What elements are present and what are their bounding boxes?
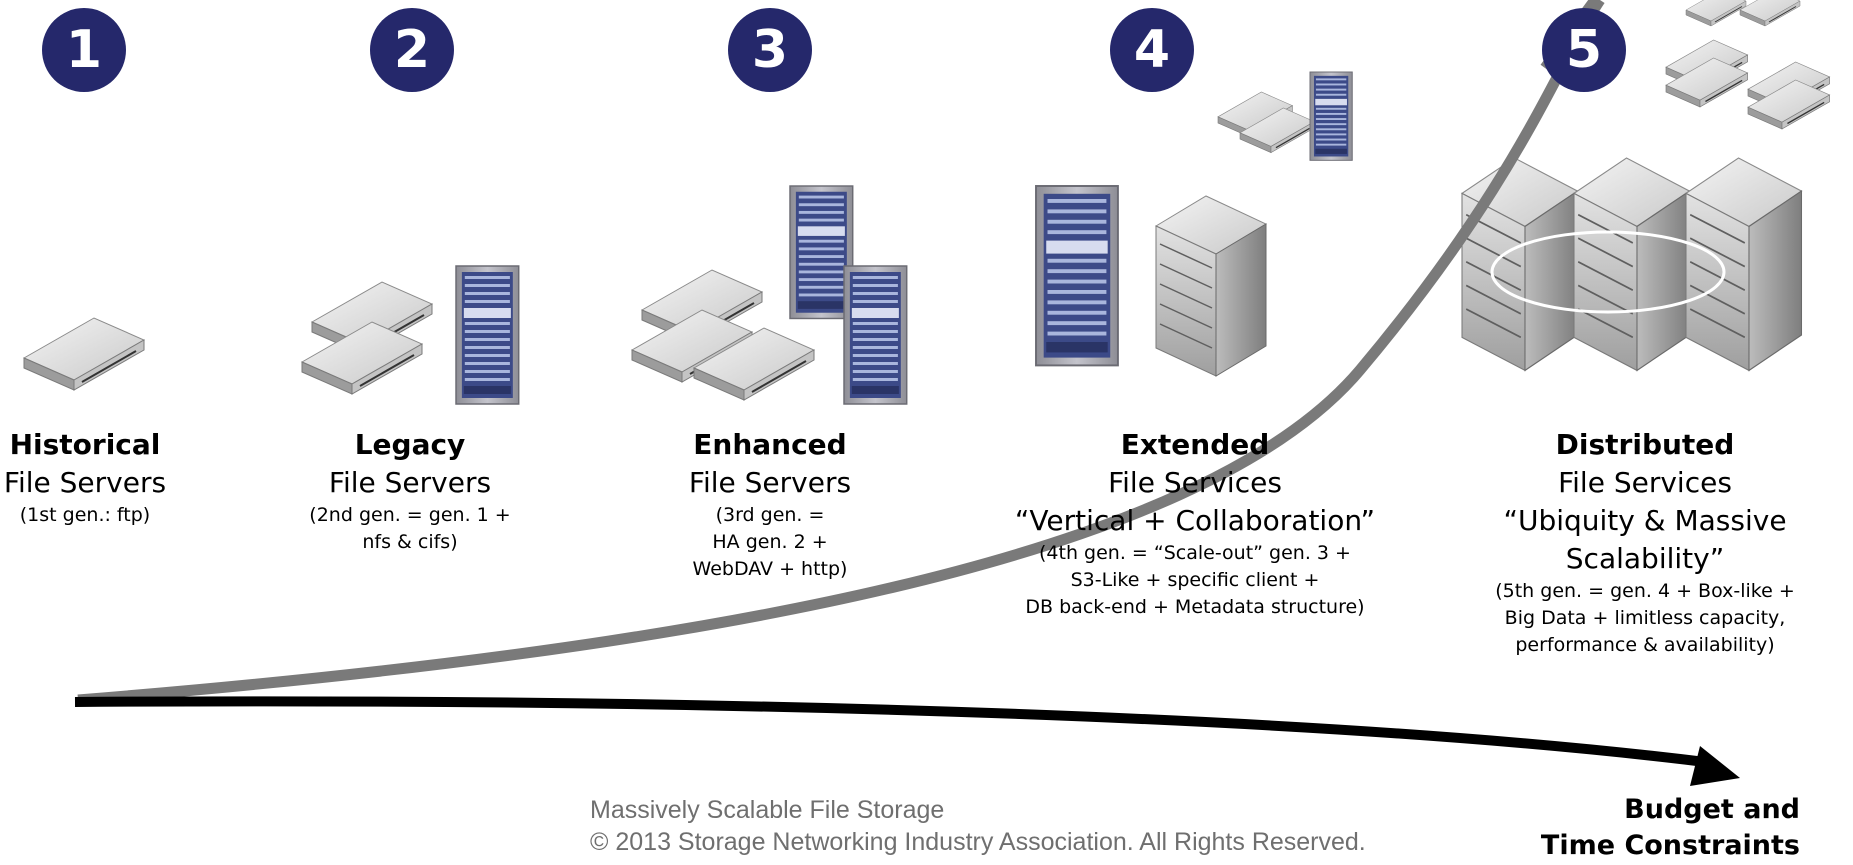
- step-detail: (3rd gen. =: [715, 504, 825, 526]
- step-detail: performance & availability): [1515, 634, 1775, 656]
- step-detail: WebDAV + http): [692, 558, 848, 580]
- server-unit-icon: [23, 317, 145, 391]
- step-subtitle: File Servers: [3, 466, 167, 499]
- step-badge-4: 4: [1110, 8, 1194, 92]
- arrow-head-icon: [1690, 746, 1740, 786]
- step-tagline: “Vertical + Collaboration”: [1014, 504, 1376, 537]
- footer-copyright: © 2013 Storage Networking Industry Assoc…: [590, 828, 1366, 856]
- step-detail: (5th gen. = gen. 4 + Box-like +: [1495, 580, 1795, 602]
- step-badge-2: 2: [370, 8, 454, 92]
- step-badge-5: 5: [1542, 8, 1626, 92]
- server-rack-icon: [455, 265, 520, 405]
- step-title: Historical: [9, 428, 161, 461]
- growth-curve: [77, 0, 1605, 706]
- footer-title: Massively Scalable File Storage: [590, 796, 945, 824]
- step-label-4: Extended File Services “Vertical + Colla…: [1000, 426, 1390, 621]
- server-rack-icon: [1035, 185, 1119, 367]
- step-detail: (2nd gen. = gen. 1 +: [309, 504, 511, 526]
- axis-label: Budget and Time Constraints: [1520, 792, 1800, 864]
- step-title: Extended: [1120, 428, 1270, 461]
- step-badge-1: 1: [42, 8, 126, 92]
- step-label-5: Distributed File Services “Ubiquity & Ma…: [1430, 426, 1853, 659]
- server-rack-icon: [843, 265, 908, 405]
- step-label-1: Historical File Servers (1st gen.: ftp): [0, 426, 180, 529]
- axis-label-line1: Budget and: [1624, 794, 1800, 825]
- step-subtitle: File Services: [1558, 466, 1732, 499]
- step-subtitle: File Servers: [688, 466, 852, 499]
- step-label-2: Legacy File Servers (2nd gen. = gen. 1 +…: [290, 426, 530, 556]
- step-title: Legacy: [354, 428, 466, 461]
- step-subtitle: File Servers: [328, 466, 492, 499]
- step-detail: HA gen. 2 +: [712, 531, 828, 553]
- budget-time-arrow: [74, 696, 1706, 767]
- step-title: Enhanced: [693, 428, 847, 461]
- step-tagline: “Ubiquity & Massive Scalability”: [1503, 504, 1787, 575]
- storage-array-icon: [1155, 195, 1267, 377]
- step-detail: Big Data + limitless capacity,: [1504, 607, 1786, 629]
- server-unit-icon: [1685, 0, 1747, 27]
- step-title: Distributed: [1555, 428, 1735, 461]
- step-badge-3: 3: [728, 8, 812, 92]
- step-detail: DB back-end + Metadata structure): [1025, 596, 1365, 618]
- step-detail: S3-Like + specific client +: [1070, 569, 1320, 591]
- step-detail: nfs & cifs): [362, 531, 458, 553]
- step-detail: (1st gen.: ftp): [19, 504, 151, 526]
- step-detail: (4th gen. = “Scale-out” gen. 3 +: [1039, 542, 1351, 564]
- step-label-3: Enhanced File Servers (3rd gen. = HA gen…: [650, 426, 890, 583]
- axis-label-line2: Time Constraints: [1540, 830, 1800, 861]
- server-rack-icon: [1309, 71, 1353, 161]
- datacenter-racks-icon: [1461, 157, 1803, 372]
- server-unit-icon: [1739, 0, 1801, 27]
- footer: Massively Scalable File Storage © 2013 S…: [590, 794, 1366, 858]
- step-subtitle: File Services: [1108, 466, 1282, 499]
